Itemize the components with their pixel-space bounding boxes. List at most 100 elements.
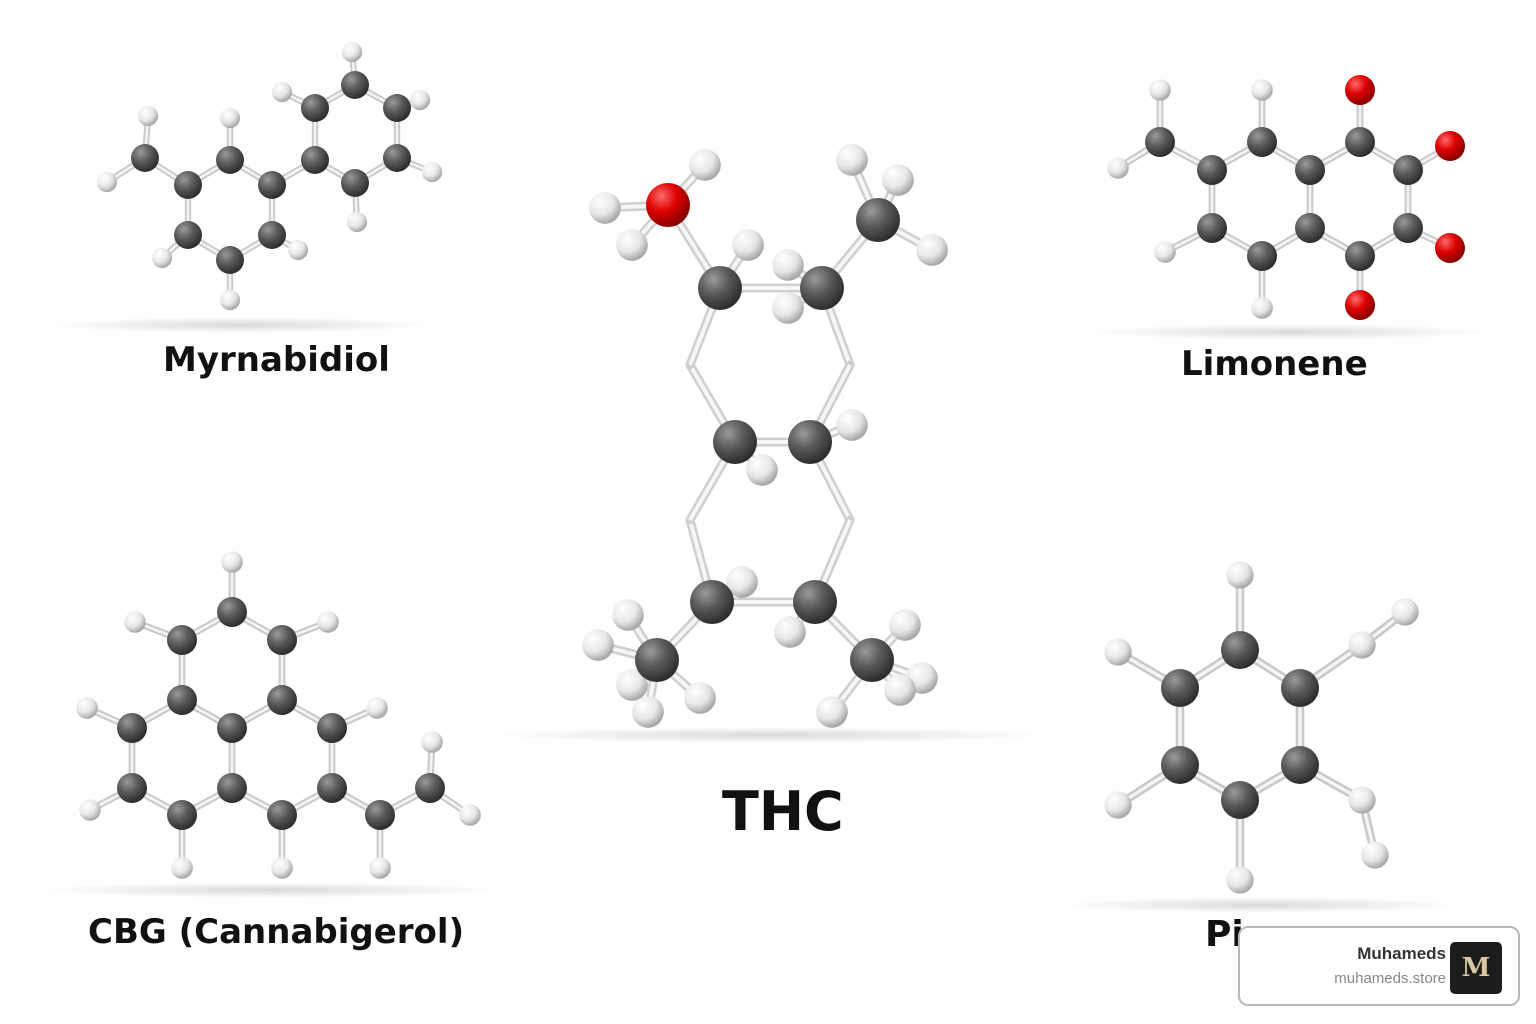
myrnabidiol-carbon-atom xyxy=(216,246,244,274)
myrnabidiol-carbon-atom xyxy=(341,71,369,99)
pinene-carbon-atom xyxy=(1221,781,1259,819)
cbg-hydrogen-atom xyxy=(124,611,146,633)
cbg-hydrogen-atom xyxy=(79,799,101,821)
limonene-carbon-atom xyxy=(1295,213,1325,243)
limonene-hydrogen-atom xyxy=(1154,241,1176,263)
thc-hydrogen-atom xyxy=(684,682,716,714)
limonene-carbon-atom xyxy=(1197,213,1227,243)
myrnabidiol-hydrogen-atom xyxy=(346,211,368,233)
cbg-carbon-atom xyxy=(415,773,445,803)
myrnabidiol-hydrogen-atom xyxy=(151,247,173,269)
thc-carbon-atom xyxy=(713,420,757,464)
thc-hydrogen-atom xyxy=(772,292,804,324)
limonene-carbon-atom xyxy=(1247,127,1277,157)
thc-hydrogen-atom xyxy=(836,144,868,176)
label-pinene: Pi xyxy=(1205,914,1244,955)
cbg-carbon-atom xyxy=(267,800,297,830)
cbg-carbon-atom xyxy=(217,597,247,627)
cbg-carbon-atom xyxy=(117,773,147,803)
limonene-hydrogen-atom xyxy=(1107,157,1129,179)
watermark-site: muhameds.store xyxy=(1334,970,1446,987)
thc-shadow xyxy=(490,727,1050,743)
thc-carbon-atom xyxy=(793,580,837,624)
thc-carbon-atom xyxy=(635,638,679,682)
pinene-hydrogen-atom xyxy=(1104,638,1132,666)
limonene-carbon-atom xyxy=(1345,241,1375,271)
cbg-hydrogen-atom xyxy=(171,857,193,879)
pinene-hydrogen-atom xyxy=(1391,598,1419,626)
cbg-hydrogen-atom xyxy=(317,611,339,633)
cbg-hydrogen-atom xyxy=(76,697,98,719)
cbg-carbon-atom xyxy=(365,800,395,830)
pinene-carbon-atom xyxy=(1221,631,1259,669)
brand-logo-icon: M xyxy=(1450,942,1502,994)
thc-carbon-atom xyxy=(788,420,832,464)
cbg-carbon-atom xyxy=(167,625,197,655)
myrnabidiol-hydrogen-atom xyxy=(287,239,309,261)
myrnabidiol-carbon-atom xyxy=(301,146,329,174)
cbg-carbon-atom xyxy=(217,713,247,743)
myrnabidiol-carbon-atom xyxy=(383,94,411,122)
pinene-shadow xyxy=(1060,897,1460,913)
thc-hydrogen-atom xyxy=(616,229,648,261)
pinene-carbon-atom xyxy=(1161,746,1199,784)
myrnabidiol-hydrogen-atom xyxy=(219,107,241,129)
thc-hydrogen-atom xyxy=(589,192,621,224)
pinene-carbon-atom xyxy=(1281,746,1319,784)
thc-oxygen-atom xyxy=(646,183,690,227)
thc-hydrogen-atom xyxy=(916,234,948,266)
limonene-oxygen-atom xyxy=(1345,75,1375,105)
limonene-carbon-atom xyxy=(1295,155,1325,185)
thc-hydrogen-atom xyxy=(616,669,648,701)
thc-hydrogen-atom xyxy=(632,696,664,728)
thc-hydrogen-atom xyxy=(612,599,644,631)
limonene-oxygen-atom xyxy=(1435,233,1465,263)
myrnabidiol-carbon-atom xyxy=(216,146,244,174)
myrnabidiol-hydrogen-atom xyxy=(341,41,363,63)
pinene-hydrogen-atom xyxy=(1348,631,1376,659)
thc-hydrogen-atom xyxy=(816,696,848,728)
label-limonene: Limonene xyxy=(1181,344,1368,384)
myrnabidiol-carbon-atom xyxy=(341,169,369,197)
cbg-shadow xyxy=(40,882,500,898)
thc-hydrogen-atom xyxy=(774,616,806,648)
pinene-hydrogen-atom xyxy=(1348,786,1376,814)
watermark-badge[interactable]: Muhameds muhameds.store M xyxy=(1238,926,1520,1006)
cbg-hydrogen-atom xyxy=(366,697,388,719)
limonene-carbon-atom xyxy=(1145,127,1175,157)
thc-carbon-atom xyxy=(856,198,900,242)
pinene-hydrogen-atom xyxy=(1104,791,1132,819)
limonene-carbon-atom xyxy=(1393,213,1423,243)
thc-hydrogen-atom xyxy=(582,629,614,661)
pinene-carbon-atom xyxy=(1281,669,1319,707)
cbg-carbon-atom xyxy=(167,800,197,830)
myrnabidiol-carbon-atom xyxy=(131,144,159,172)
cbg-carbon-atom xyxy=(317,773,347,803)
cbg-carbon-atom xyxy=(217,773,247,803)
limonene-carbon-atom xyxy=(1393,155,1423,185)
myrnabidiol-shadow xyxy=(50,317,430,333)
thc-carbon-atom xyxy=(850,638,894,682)
cbg-carbon-atom xyxy=(117,713,147,743)
limonene-hydrogen-atom xyxy=(1251,297,1273,319)
thc-hydrogen-atom xyxy=(732,229,764,261)
cbg-hydrogen-atom xyxy=(369,857,391,879)
label-thc: THC xyxy=(722,780,844,843)
pinene-hydrogen-atom xyxy=(1226,866,1254,894)
limonene-carbon-atom xyxy=(1247,241,1277,271)
cbg-hydrogen-atom xyxy=(271,857,293,879)
label-myrnabidiol: Myrnabidiol xyxy=(163,340,390,380)
myrnabidiol-carbon-atom xyxy=(258,221,286,249)
cbg-hydrogen-atom xyxy=(221,551,243,573)
myrnabidiol-hydrogen-atom xyxy=(421,161,443,183)
myrnabidiol-carbon-atom xyxy=(174,171,202,199)
pinene-hydrogen-atom xyxy=(1361,841,1389,869)
label-cbg: CBG (Cannabigerol) xyxy=(88,912,465,952)
limonene-oxygen-atom xyxy=(1345,290,1375,320)
thc-carbon-atom xyxy=(690,580,734,624)
myrnabidiol-hydrogen-atom xyxy=(219,289,241,311)
thc-hydrogen-atom xyxy=(882,164,914,196)
cbg-hydrogen-atom xyxy=(459,804,481,826)
limonene-hydrogen-atom xyxy=(1251,79,1273,101)
